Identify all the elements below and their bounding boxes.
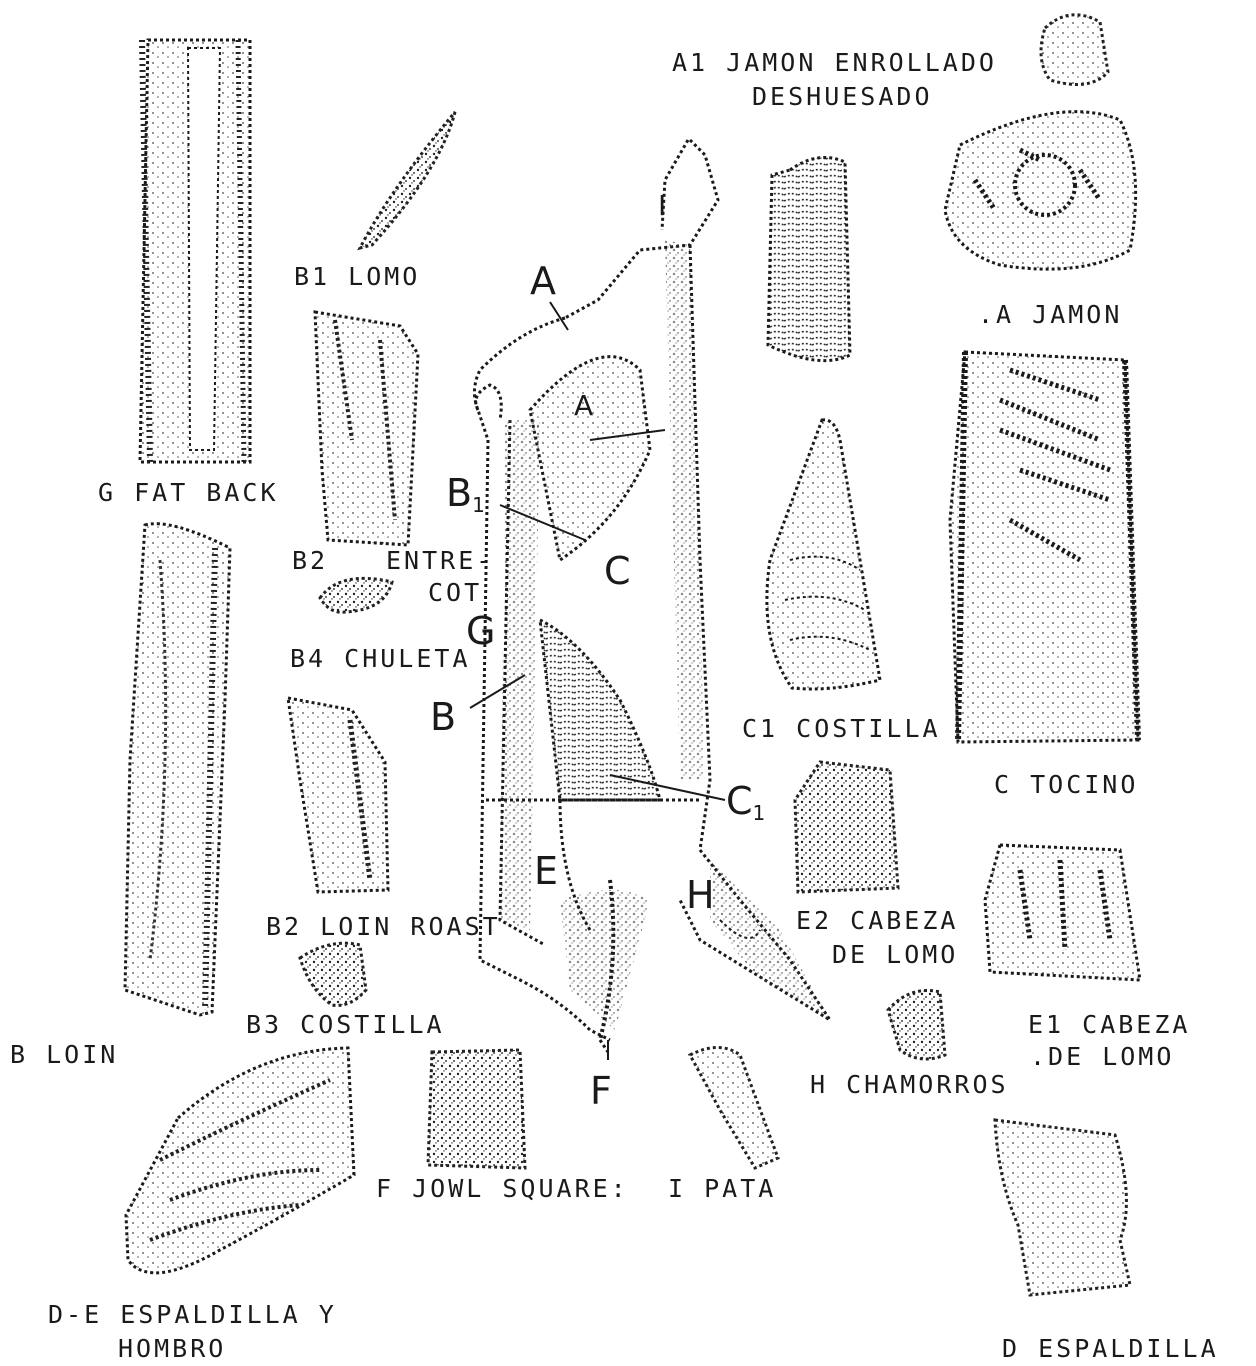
label-b3: B3 COSTILLA [246, 1012, 445, 1037]
carcass-label-c1-letter: C [726, 779, 753, 823]
label-b2-entrecot: B2 [292, 548, 328, 573]
carcass-label-b1: B1 [446, 474, 485, 515]
chuleta-cut [320, 578, 392, 612]
cabeza-lomo-e1-cut [985, 845, 1140, 980]
carcass-label-a: A [530, 262, 556, 300]
label-cot: COT [428, 580, 482, 605]
label-e1-line2: .DE LOMO [1030, 1044, 1174, 1069]
carcass-label-f: F [590, 1072, 612, 1110]
tocino-cut [950, 352, 1138, 742]
label-h: H CHAMORROS [810, 1072, 1009, 1097]
pata-cut [690, 1048, 778, 1169]
label-g: G FAT BACK [98, 480, 279, 505]
carcass-label-a-inner: A [574, 392, 593, 420]
label-b4: B4 CHULETA [290, 646, 471, 671]
carcass-label-c: C [604, 552, 631, 590]
cabeza-lomo-e2-cut [795, 762, 898, 892]
carcass-label-b1-sub: 1 [472, 493, 485, 517]
jamon-cut [945, 112, 1136, 269]
loin-cut [125, 524, 230, 1015]
label-b1: B1 LOMO [294, 264, 420, 289]
label-e2: E2 CABEZA [796, 908, 958, 933]
label-a: .A JAMON [978, 302, 1122, 327]
label-f: F JOWL SQUARE: [376, 1176, 629, 1201]
jamon-roll-small [1041, 15, 1108, 85]
carcass-label-c1: C1 [726, 782, 765, 823]
costilla-c1-cut [767, 420, 880, 689]
loin-roast-cut [288, 698, 388, 892]
carcass-label-c1-sub: 1 [753, 801, 766, 825]
label-i: I PATA [668, 1176, 776, 1201]
carcass-label-h: H [686, 876, 715, 914]
jamon-enrollado-cut [768, 158, 850, 361]
label-c: C TOCINO [994, 772, 1138, 797]
espaldilla-cut [995, 1120, 1130, 1295]
chamorros-cut [888, 990, 945, 1059]
label-b2-loin-roast: B2 LOIN ROAST [266, 914, 501, 939]
carcass-label-b1-letter: B [446, 471, 472, 515]
label-b: B LOIN [10, 1042, 118, 1067]
label-entre: ENTRE- [386, 548, 494, 573]
label-e2-line2: DE LOMO [832, 942, 958, 967]
label-de-line2: HOMBRO [118, 1336, 226, 1361]
espaldilla-hombro-cut [126, 1048, 354, 1273]
label-c1: C1 COSTILLA [742, 716, 941, 741]
costilla-b3-cut [300, 943, 366, 1005]
label-a1: A1 JAMON ENROLLADO [672, 50, 997, 75]
jowl-square-cut [428, 1050, 525, 1168]
label-e1: E1 CABEZA [1028, 1012, 1190, 1037]
carcass-label-i: I [658, 192, 666, 220]
label-a1-line2: DESHUESADO [752, 84, 933, 109]
fat-back-cut [140, 40, 250, 462]
carcass-label-e: E [534, 852, 558, 890]
carcass-label-b: B [430, 698, 456, 736]
label-de: D-E ESPALDILLA Y [48, 1302, 337, 1327]
entrecot-cut [315, 312, 418, 545]
label-d: D ESPALDILLA [1002, 1336, 1219, 1361]
lomo-cut [360, 112, 455, 248]
